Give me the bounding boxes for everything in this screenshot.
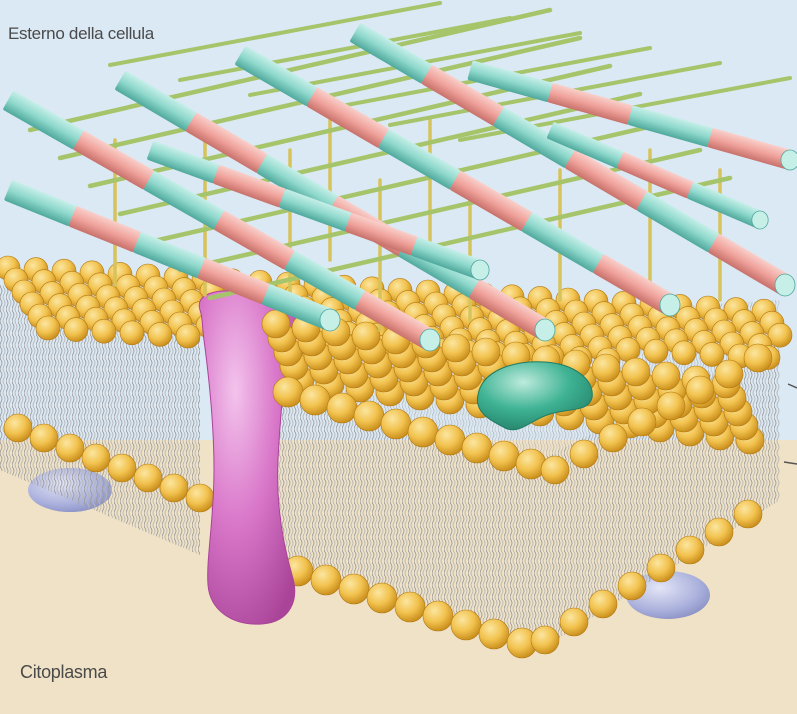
extracellular-label: Esterno della cellula — [8, 24, 154, 44]
phospholipid-head — [628, 408, 656, 436]
phospholipid-head — [352, 322, 380, 350]
phospholipid-head — [744, 344, 772, 372]
phospholipid-head — [734, 500, 762, 528]
phospholipid-head — [570, 440, 598, 468]
phospholipid-head — [300, 385, 330, 415]
phospholipid-head — [479, 619, 509, 649]
phospholipid-head — [354, 401, 384, 431]
fiber-end — [781, 150, 797, 170]
phospholipid-head — [715, 360, 743, 388]
phospholipid-head — [160, 474, 188, 502]
phospholipid-head — [82, 444, 110, 472]
phospholipid-head — [339, 574, 369, 604]
phospholipid-head — [686, 376, 714, 404]
fiber-end — [775, 274, 795, 296]
fiber-end — [420, 329, 440, 351]
phospholipid-head — [560, 608, 588, 636]
phospholipid-head — [462, 433, 492, 463]
phospholipid-head — [408, 417, 438, 447]
phospholipid-head — [589, 590, 617, 618]
cytoplasm-label: Citoplasma — [20, 662, 107, 683]
phospholipid-head — [592, 354, 620, 382]
phospholipid-head — [120, 321, 144, 345]
fiber-end — [535, 319, 555, 341]
phospholipid-head — [311, 565, 341, 595]
phospholipid-head — [395, 592, 425, 622]
phospholipid-head — [489, 441, 519, 471]
phospholipid-head — [176, 324, 200, 348]
fiber-end — [660, 294, 680, 316]
phospholipid-head — [644, 339, 668, 363]
phospholipid-head — [56, 434, 84, 462]
phospholipid-head — [108, 454, 136, 482]
phospholipid-head — [423, 601, 453, 631]
fiber-end — [752, 211, 768, 229]
phospholipid-head — [652, 362, 680, 390]
phospholipid-head — [64, 318, 88, 342]
phospholipid-head — [367, 583, 397, 613]
fiber-end — [320, 309, 340, 331]
phospholipid-head — [442, 334, 470, 362]
phospholipid-head — [262, 310, 290, 338]
phospholipid-head — [4, 414, 32, 442]
phospholipid-head — [381, 409, 411, 439]
phospholipid-head — [273, 377, 303, 407]
phospholipid-head — [622, 358, 650, 386]
phospholipid-head — [186, 484, 214, 512]
phospholipid-head — [148, 322, 172, 346]
phospholipid-head — [599, 424, 627, 452]
phospholipid-head — [676, 536, 704, 564]
phospholipid-head — [30, 424, 58, 452]
phospholipid-head — [657, 392, 685, 420]
phospholipid-head — [472, 338, 500, 366]
phospholipid-head — [327, 393, 357, 423]
phospholipid-head — [672, 341, 696, 365]
phospholipid-head — [92, 319, 116, 343]
phospholipid-head — [618, 572, 646, 600]
phospholipid-head — [134, 464, 162, 492]
phospholipid-head — [541, 456, 569, 484]
phospholipid-head — [451, 610, 481, 640]
phospholipid-head — [647, 554, 675, 582]
fiber-end — [471, 260, 489, 280]
phospholipid-head — [435, 425, 465, 455]
phospholipid-head — [705, 518, 733, 546]
phospholipid-head — [36, 316, 60, 340]
phospholipid-head — [531, 626, 559, 654]
